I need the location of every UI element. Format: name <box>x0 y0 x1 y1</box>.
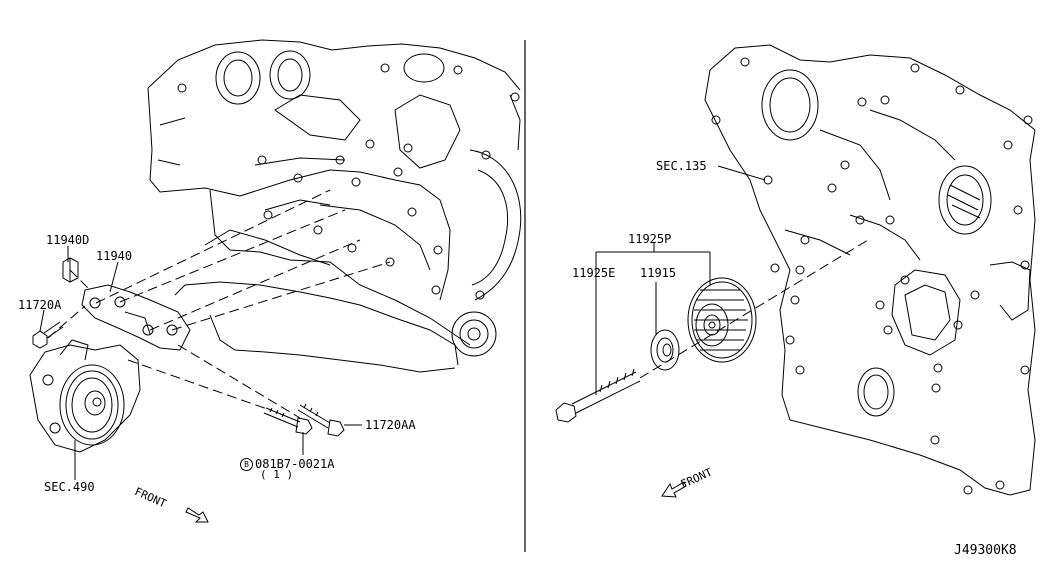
front-arrow-left <box>185 507 209 523</box>
label-11925p: 11925P <box>628 232 672 246</box>
engine-block-left <box>147 39 522 373</box>
bracket-11940 <box>81 284 191 351</box>
bolt-part-number: 081B7-0021A <box>255 457 335 471</box>
front-arrow-right <box>661 481 687 498</box>
label-bolt-qty: ( 1 ) <box>260 468 294 481</box>
bolt-11925e <box>555 368 641 423</box>
mount-lines-left <box>47 189 391 419</box>
leader-lines-right <box>595 165 766 395</box>
label-11940d: 11940D <box>46 233 90 247</box>
label-11720a: 11720A <box>18 298 62 312</box>
leader-lines-left <box>39 246 362 480</box>
drawing-id: J49300K8 <box>954 543 1017 558</box>
timing-cover <box>704 44 1036 496</box>
label-11720aa: 11720AA <box>365 418 416 432</box>
label-11915: 11915 <box>640 266 677 280</box>
label-11925e: 11925E <box>572 266 616 280</box>
bolt-081b7-0021a <box>263 407 313 435</box>
idler-pulley <box>687 277 757 363</box>
bolt-badge: B <box>240 458 253 471</box>
mount-line-right <box>639 239 869 379</box>
power-steering-pump <box>29 339 141 453</box>
bolt-11720a <box>32 321 64 349</box>
washer-11915 <box>650 329 680 371</box>
label-sec-490: SEC.490 <box>44 480 95 494</box>
label-11940: 11940 <box>96 249 133 263</box>
bolt-11720aa <box>297 403 345 437</box>
label-sec-135: SEC.135 <box>656 159 707 173</box>
